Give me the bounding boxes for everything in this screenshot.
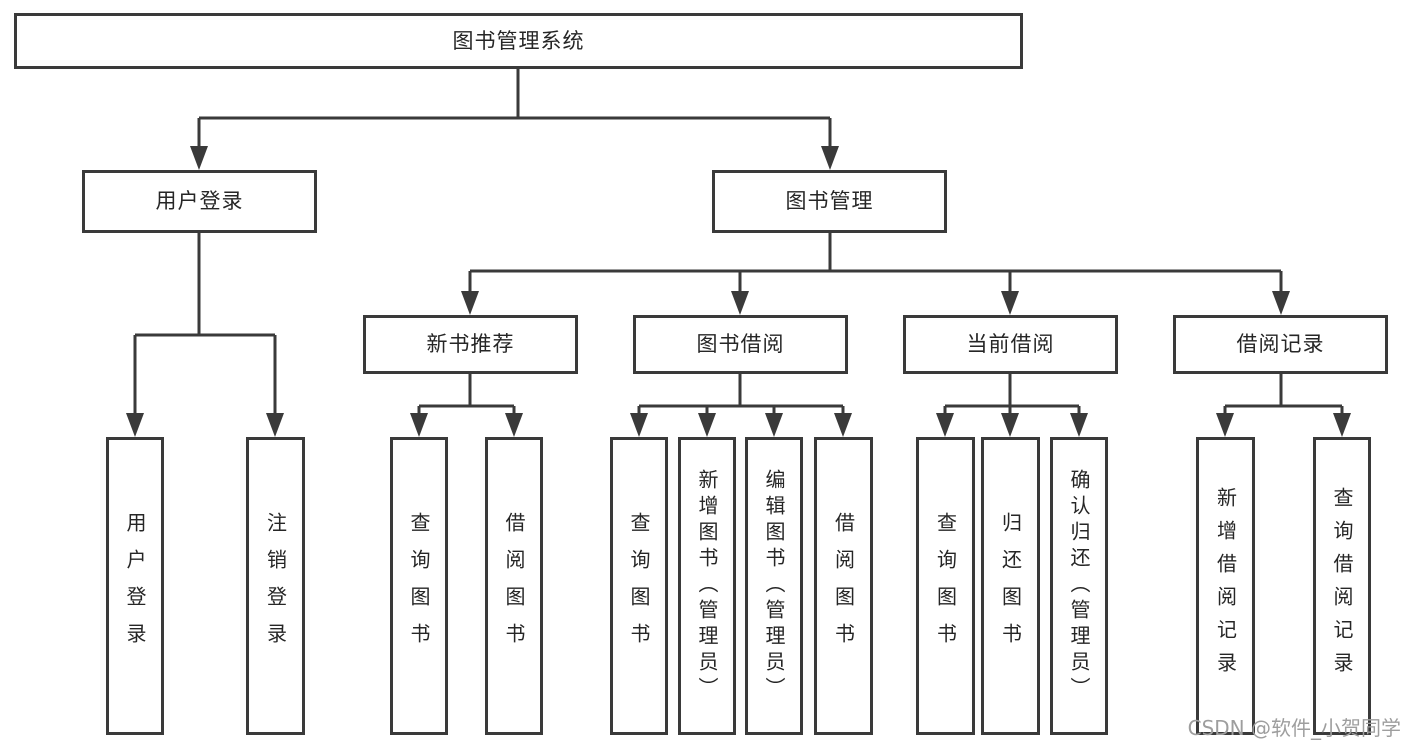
leaf-borrow-books-recommend: 借阅图书 bbox=[485, 437, 543, 735]
arrowhead-icon bbox=[1272, 291, 1290, 315]
leaf-add-borrow-record: 新增借阅记录 bbox=[1196, 437, 1255, 735]
leaf-borrow-books-borrowing: 借阅图书 bbox=[814, 437, 873, 735]
leaf-logout: 注销登录 bbox=[246, 437, 305, 735]
leaf-edit-book-admin: 编辑图书（管理员） bbox=[745, 437, 803, 735]
watermark: CSDN @软件_小贺同学 bbox=[1187, 716, 1401, 740]
node-library-system: 图书管理系统 bbox=[14, 13, 1023, 69]
node-book-management: 图书管理 bbox=[712, 170, 947, 233]
leaf-query-borrow-record: 查询借阅记录 bbox=[1313, 437, 1371, 735]
arrowhead-icon bbox=[461, 291, 479, 315]
arrowhead-icon bbox=[126, 413, 144, 437]
arrowhead-icon bbox=[698, 413, 716, 437]
leaf-confirm-return-admin: 确认归还（管理员） bbox=[1050, 437, 1108, 735]
connector-current-borrowing-children bbox=[943, 374, 1081, 415]
arrowhead-icon bbox=[1333, 413, 1351, 437]
node-user-login: 用户登录 bbox=[82, 170, 317, 233]
arrowhead-icon bbox=[266, 413, 284, 437]
arrowhead-icon bbox=[1001, 413, 1019, 437]
connector-new-book-recommend-children bbox=[417, 374, 516, 415]
arrowhead-icon bbox=[1001, 291, 1019, 315]
leaf-user-login: 用户登录 bbox=[106, 437, 164, 735]
connector-root-to-level2 bbox=[197, 69, 832, 148]
node-borrowing-records: 借阅记录 bbox=[1173, 315, 1388, 374]
arrowhead-icon bbox=[410, 413, 428, 437]
arrowhead-icon bbox=[505, 413, 523, 437]
leaf-return-books: 归还图书 bbox=[981, 437, 1040, 735]
leaf-query-books-current: 查询图书 bbox=[916, 437, 975, 735]
arrowhead-icon bbox=[731, 291, 749, 315]
arrowhead-icon bbox=[821, 146, 839, 170]
node-new-book-recommend: 新书推荐 bbox=[363, 315, 578, 374]
arrowhead-icon bbox=[936, 413, 954, 437]
connector-book-management-children bbox=[468, 233, 1283, 293]
node-book-borrowing: 图书借阅 bbox=[633, 315, 848, 374]
arrowhead-icon bbox=[1216, 413, 1234, 437]
leaf-query-books-recommend: 查询图书 bbox=[390, 437, 448, 735]
arrowhead-icon bbox=[190, 146, 208, 170]
arrowhead-icon bbox=[1070, 413, 1088, 437]
connector-borrowing-records-children bbox=[1223, 374, 1344, 415]
arrowhead-icon bbox=[630, 413, 648, 437]
node-current-borrowing: 当前借阅 bbox=[903, 315, 1118, 374]
connector-book-borrowing-children bbox=[637, 374, 845, 415]
arrowhead-icon bbox=[765, 413, 783, 437]
leaf-add-book-admin: 新增图书（管理员） bbox=[678, 437, 736, 735]
connector-user-login-children bbox=[133, 233, 277, 415]
leaf-query-books-borrowing: 查询图书 bbox=[610, 437, 668, 735]
arrowhead-icon bbox=[834, 413, 852, 437]
